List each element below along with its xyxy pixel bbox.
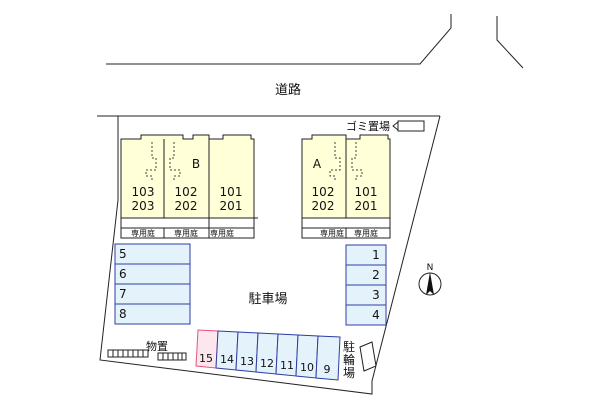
unit-a-101: 101 bbox=[355, 185, 378, 199]
parking-label-7: 7 bbox=[119, 287, 127, 301]
garden-b-3: 専用庭 bbox=[210, 228, 234, 238]
unit-a-201: 201 bbox=[355, 199, 378, 213]
storage-label: 物置 bbox=[146, 339, 168, 353]
garden-b-2: 専用庭 bbox=[174, 228, 198, 238]
parking-lot-label: 駐車場 bbox=[248, 292, 287, 307]
garbage-pointer-line bbox=[392, 120, 399, 132]
unit-b-201: 201 bbox=[220, 199, 243, 213]
parking-space-9 bbox=[315, 335, 341, 381]
parking-space-3 bbox=[345, 284, 387, 306]
parking-label-9: 9 bbox=[324, 363, 331, 376]
unit-b-203: 203 bbox=[132, 199, 155, 213]
parking-label-11: 11 bbox=[280, 359, 294, 372]
parking-label-4: 4 bbox=[372, 308, 380, 322]
building-a-letter: A bbox=[313, 157, 322, 171]
bicycle-shelter bbox=[359, 341, 377, 372]
garbage-enclosure bbox=[397, 120, 425, 132]
unit-b-102: 102 bbox=[175, 185, 198, 199]
building-b-stairs bbox=[145, 142, 181, 182]
parking-right-column bbox=[345, 244, 387, 326]
bicycle-parking-char-3: 場 bbox=[343, 366, 355, 380]
road-lines bbox=[97, 14, 524, 117]
parking-label-6: 6 bbox=[119, 267, 127, 281]
road-label: 道路 bbox=[275, 82, 301, 98]
parking-label-15: 15 bbox=[199, 352, 213, 365]
unit-a-102: 102 bbox=[312, 185, 335, 199]
property-boundary bbox=[99, 115, 441, 395]
parking-label-8: 8 bbox=[119, 307, 127, 321]
building-a: A 102 202 101 201 専用庭 専用庭 bbox=[301, 134, 391, 239]
parking-label-2: 2 bbox=[372, 268, 380, 282]
garbage-area-label: ゴミ置場 bbox=[346, 119, 390, 133]
garden-b-1: 専用庭 bbox=[131, 228, 155, 238]
garden-a-1: 専用庭 bbox=[320, 228, 344, 238]
parking-space-8 bbox=[114, 303, 191, 325]
bicycle-parking-char-2: 輪 bbox=[343, 352, 355, 367]
building-b-letter: B bbox=[192, 157, 200, 171]
unit-b-101: 101 bbox=[220, 185, 243, 199]
parking-label-10: 10 bbox=[300, 361, 314, 374]
compass-north-label: N bbox=[427, 263, 434, 273]
garden-a-2: 専用庭 bbox=[354, 228, 378, 238]
parking-label-5: 5 bbox=[119, 247, 127, 261]
unit-b-103: 103 bbox=[132, 185, 155, 199]
north-compass: N bbox=[418, 263, 442, 296]
bicycle-parking-char-1: 駐 bbox=[343, 339, 355, 354]
parking-space-2 bbox=[345, 264, 387, 286]
building-b: B 103 203 102 202 101 201 専用庭 専用庭 専用庭 bbox=[120, 134, 258, 239]
unit-a-202: 202 bbox=[312, 199, 335, 213]
parking-space-1 bbox=[345, 244, 387, 266]
storage-shed-2 bbox=[157, 352, 187, 361]
parking-label-13: 13 bbox=[240, 355, 254, 368]
parking-label-12: 12 bbox=[260, 357, 274, 370]
building-a-stairs bbox=[329, 142, 363, 182]
unit-b-202: 202 bbox=[175, 199, 198, 213]
compass-arrow-icon bbox=[426, 272, 434, 295]
storage-sheds bbox=[107, 349, 187, 361]
parking-label-3: 3 bbox=[372, 288, 380, 302]
parking-left-column bbox=[114, 243, 191, 325]
parking-bottom-row bbox=[195, 329, 341, 381]
parking-space-4 bbox=[345, 304, 387, 326]
parking-label-1: 1 bbox=[372, 248, 380, 262]
parking-label-14: 14 bbox=[220, 353, 234, 366]
